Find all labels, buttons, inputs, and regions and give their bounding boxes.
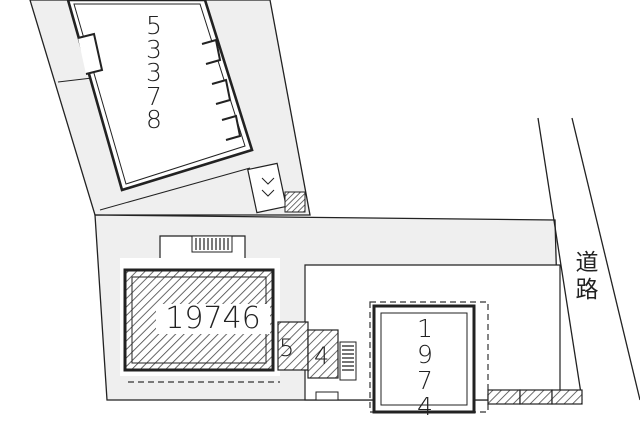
road-label-char: 道: [575, 250, 599, 276]
shed-steps: [284, 191, 306, 213]
lot-top-inner-line-2: [99, 167, 251, 211]
road-edge-right: [571, 117, 640, 401]
building-1974-digit: 7: [417, 366, 433, 395]
site-map-drawing: [29, 0, 640, 414]
building-1974-dash-frame: [369, 301, 489, 413]
building-1974-label: 1 9 7 4: [410, 316, 440, 420]
small-box: [315, 391, 339, 401]
building-1974-digit: 4: [417, 392, 433, 421]
side-stair: [339, 341, 357, 381]
lot-top-inner-line: [57, 77, 93, 83]
building-53378-digit: 8: [146, 105, 162, 134]
side-stair-treads: [342, 345, 354, 371]
building-1974-outline: [372, 304, 476, 414]
site-map: 5 3 3 7 8 19746 5 4 1 9 7 4 道 路: [29, 0, 640, 420]
building-53378-balconies: [201, 38, 242, 141]
building-53378-digit: 3: [146, 34, 162, 64]
building-53378-label: 5 3 3 7 8: [136, 11, 172, 134]
road-edge-left: [537, 117, 583, 401]
parking-space-4-label: 4: [314, 342, 330, 370]
building-53378-inner: [73, 3, 246, 185]
building-1974-inner: [380, 312, 468, 406]
road-label: 道 路: [572, 250, 602, 304]
building-19746-label: 19746: [156, 304, 270, 334]
shed-marks: [261, 177, 275, 197]
building-1974-digit: 9: [417, 340, 433, 369]
building-53378-digit: 7: [146, 81, 162, 111]
entrance-stair-treads: [195, 238, 229, 250]
parking-space-4: [307, 329, 339, 379]
parking-stall-a: [487, 389, 521, 405]
road-label-char: 路: [575, 277, 599, 303]
parking-stall-c: [551, 389, 583, 405]
shed-box: [247, 162, 287, 214]
parking-stall-b: [519, 389, 553, 405]
parking-space-5-label: 5: [279, 334, 295, 362]
building-53378-left-notch: [77, 32, 104, 75]
building-53378-digit: 3: [146, 58, 162, 87]
building-53378-digit: 5: [146, 11, 162, 40]
building-1974-digit: 1: [417, 314, 433, 343]
